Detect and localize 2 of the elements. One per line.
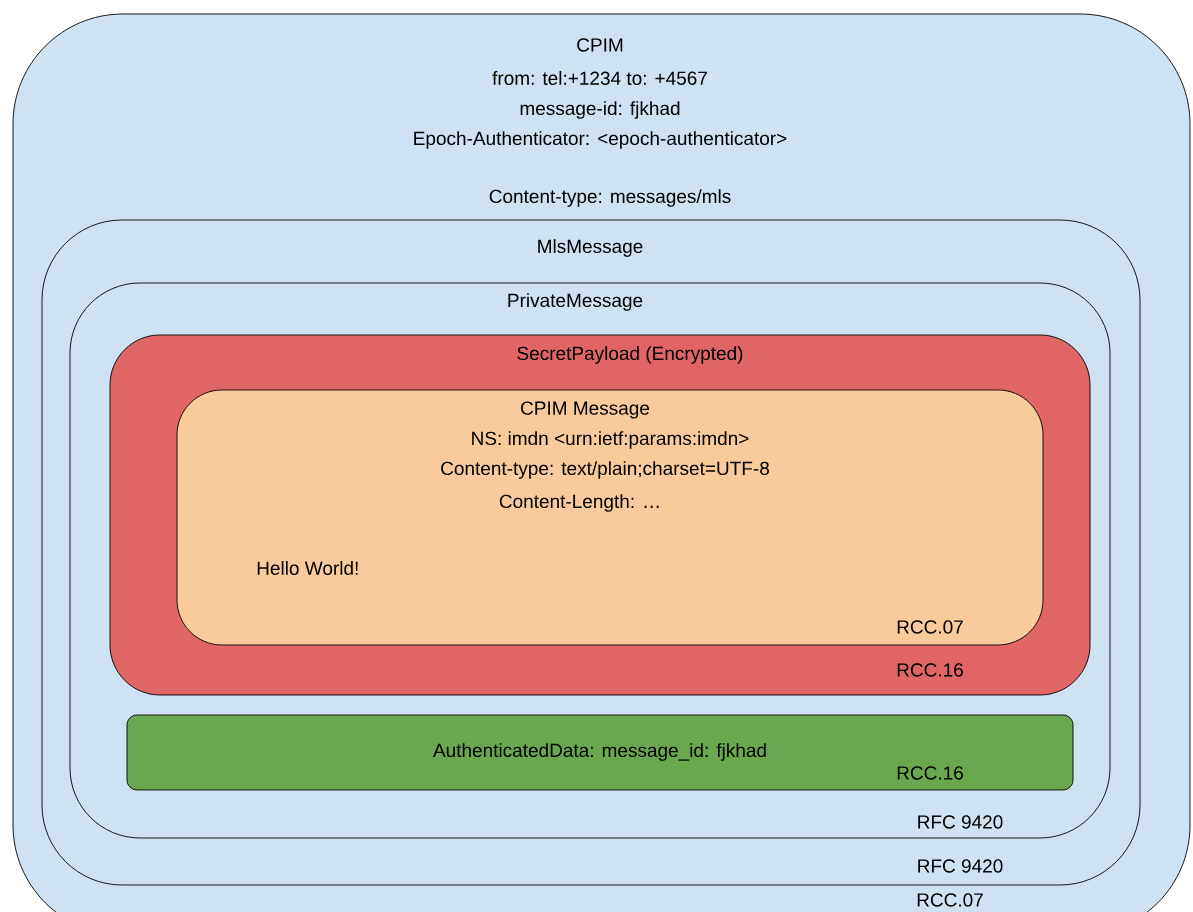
data-bar: AuthenticatedData: message_id: fjkhad RCC.16 [126,714,1074,791]
message-box: CPIM Message NS: imdn <urn:ietf:params:imdn> Content-type: text/plain;charset=UTF-8 Content-Length: … Hello World! RCC.07 [176,389,1044,646]
